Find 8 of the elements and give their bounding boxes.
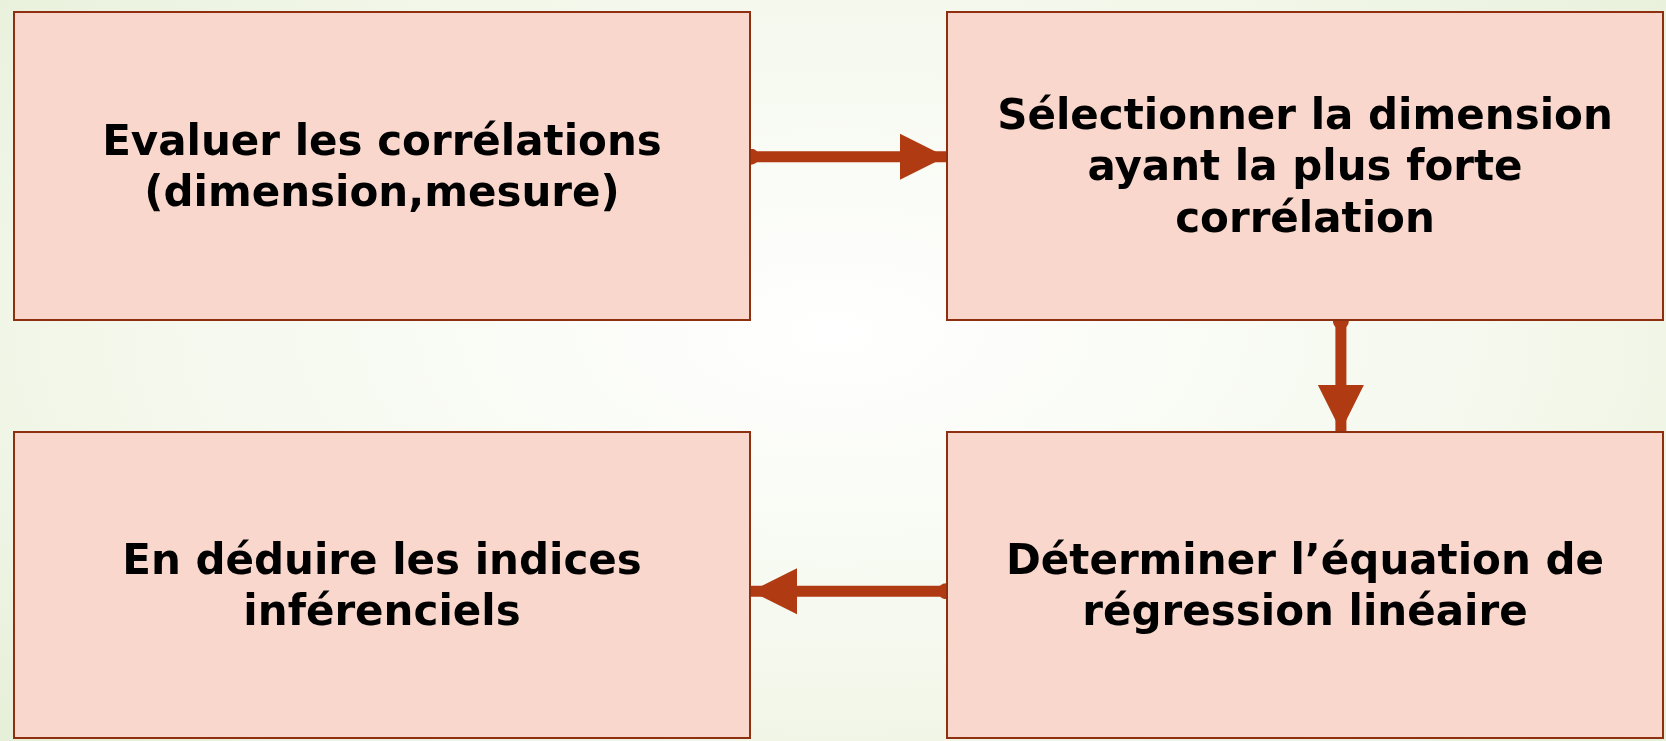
process-box xyxy=(13,11,751,321)
process-box xyxy=(13,431,751,739)
process-box xyxy=(946,11,1664,321)
step-text: Evaluer les corrélations (dimension,mesure) xyxy=(101,114,663,218)
step-text: Sélectionner la dimension ayant la plus forte corrélation xyxy=(996,89,1614,243)
process-box xyxy=(946,431,1664,739)
step-text: Déterminer l’équation de régression linéaire xyxy=(1004,533,1606,637)
step-text: En déduire les indices inférenciels xyxy=(121,533,643,637)
